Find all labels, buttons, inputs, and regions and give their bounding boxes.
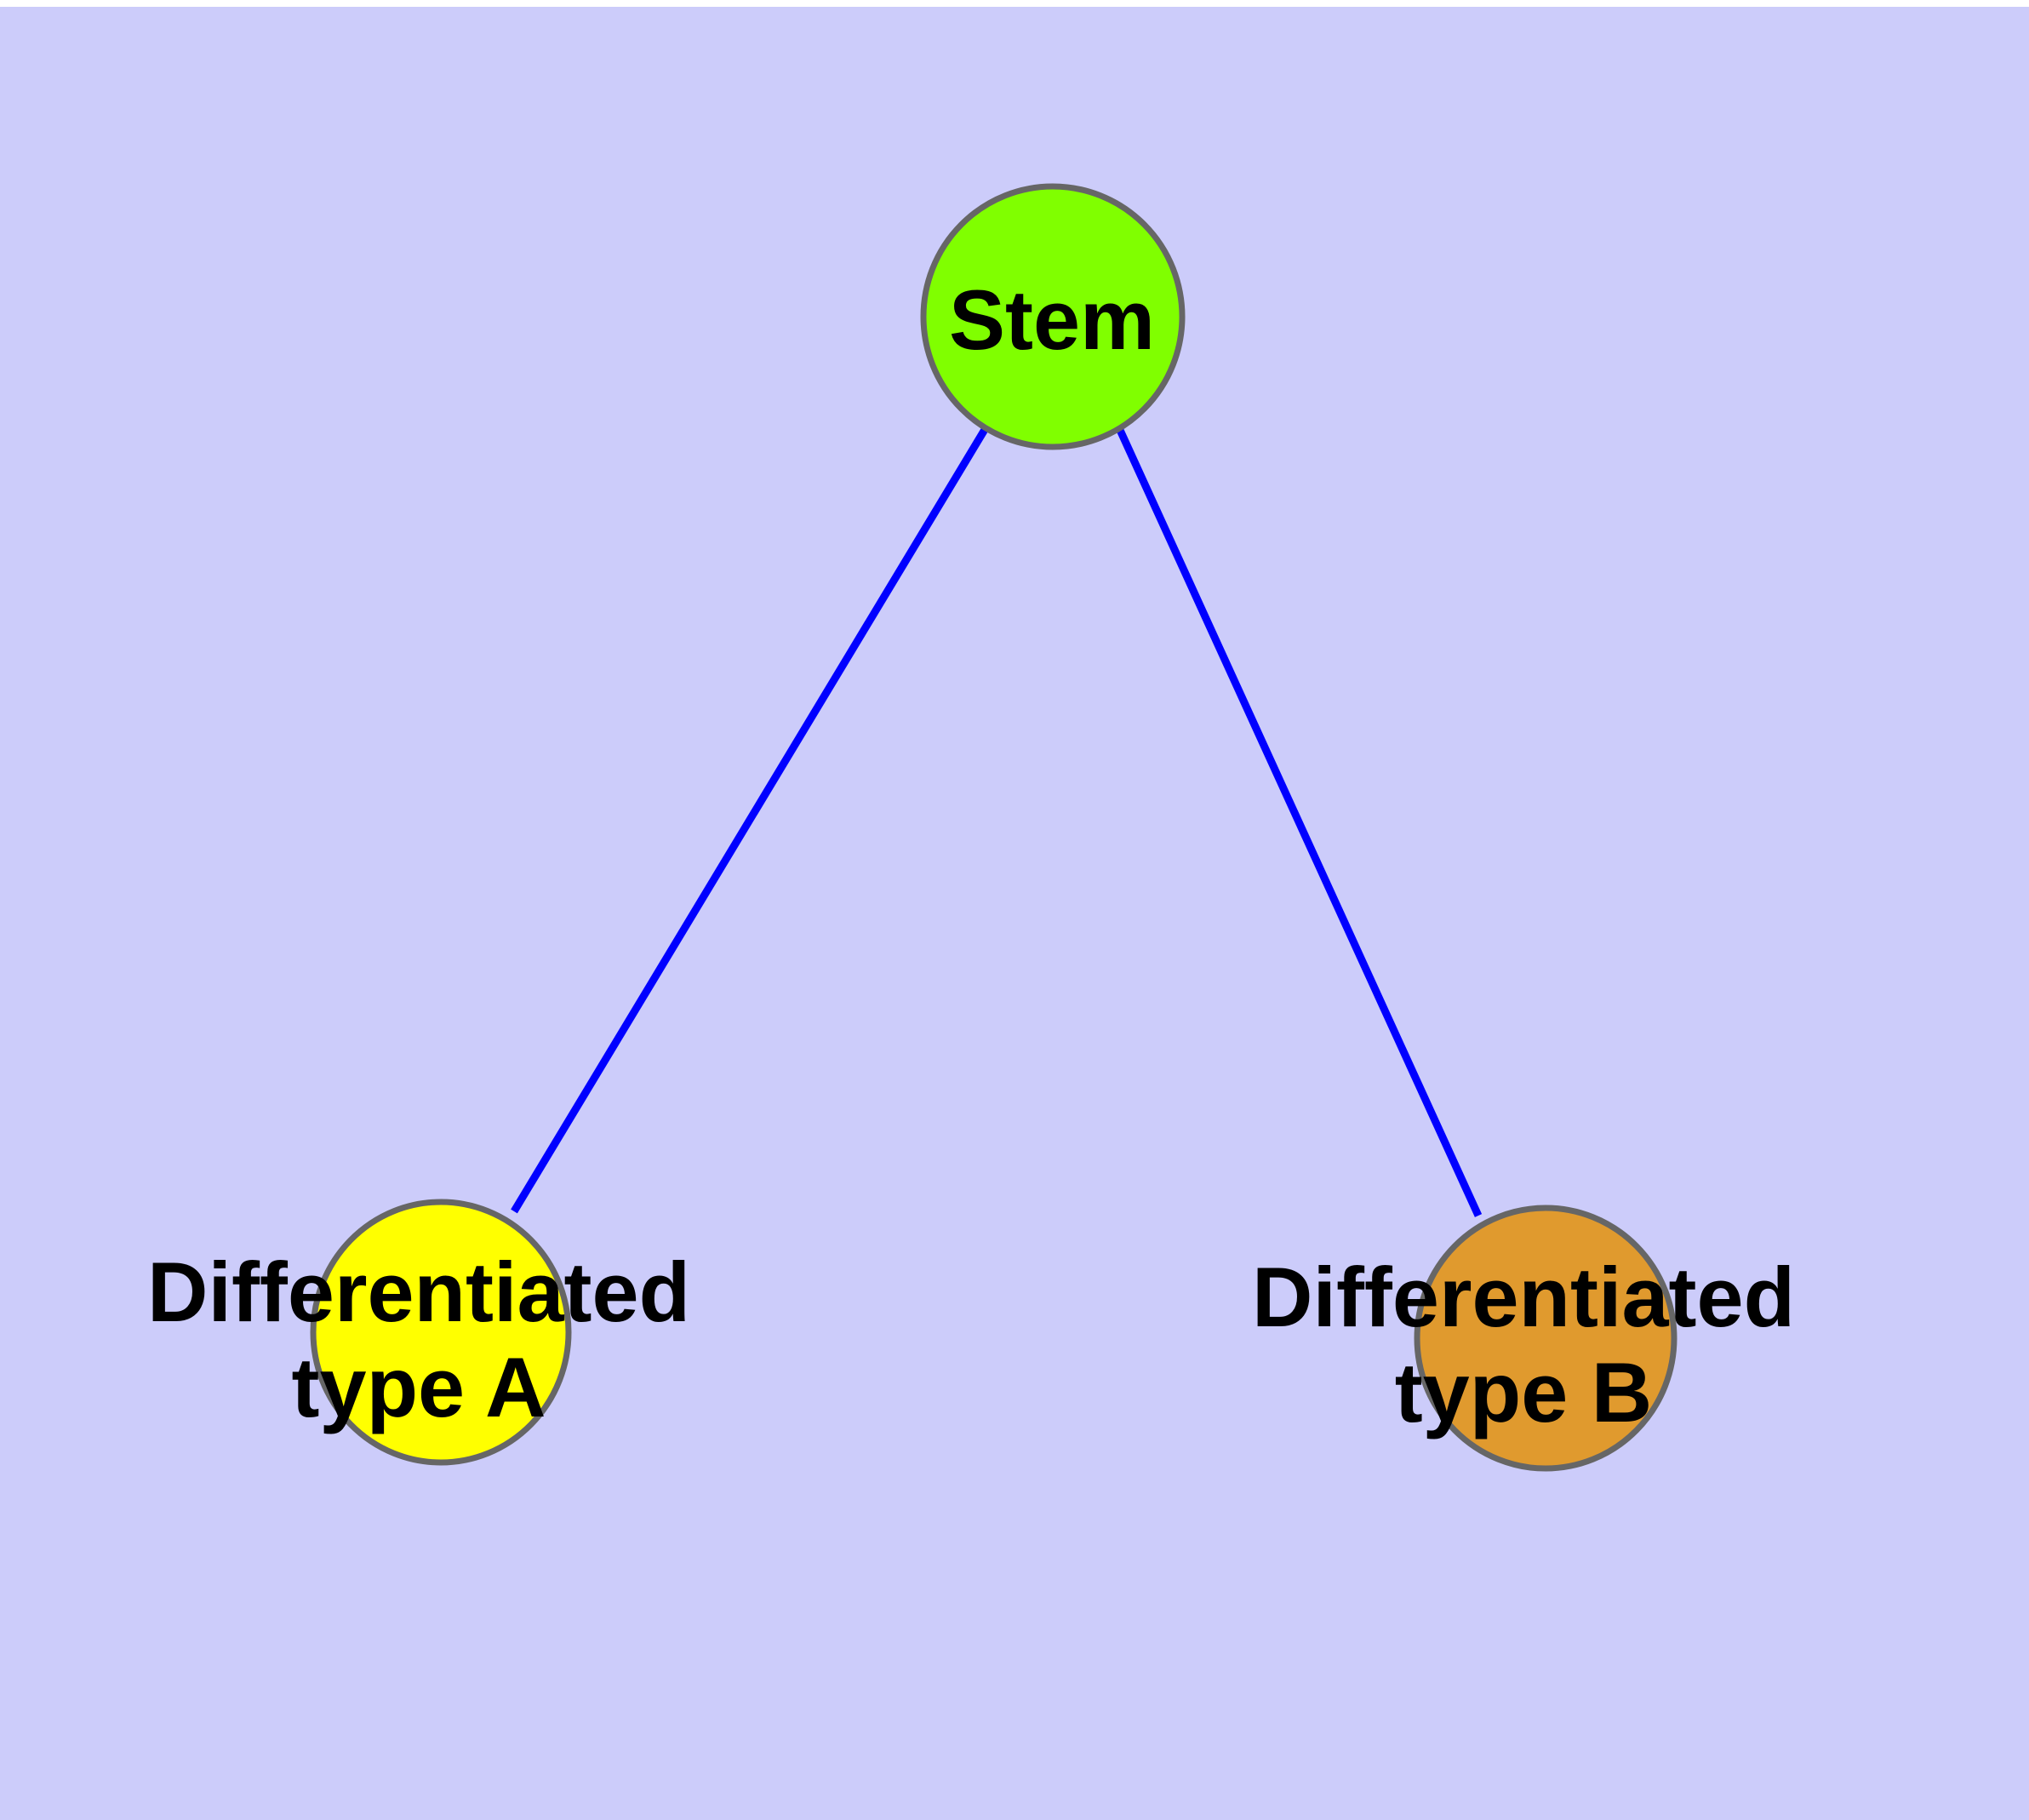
node-stem[interactable]: Stem <box>920 183 1186 450</box>
edges-group <box>511 426 1483 1217</box>
edge-stem-to-type-b[interactable] <box>1115 426 1483 1217</box>
node-differentiated-type-a-shape[interactable] <box>310 1199 572 1466</box>
edge-stem-to-type-a[interactable] <box>511 426 989 1214</box>
node-stem-label: Stem <box>949 272 1155 367</box>
node-stem-shape[interactable] <box>920 183 1186 450</box>
node-differentiated-type-b-shape[interactable] <box>1414 1205 1677 1472</box>
